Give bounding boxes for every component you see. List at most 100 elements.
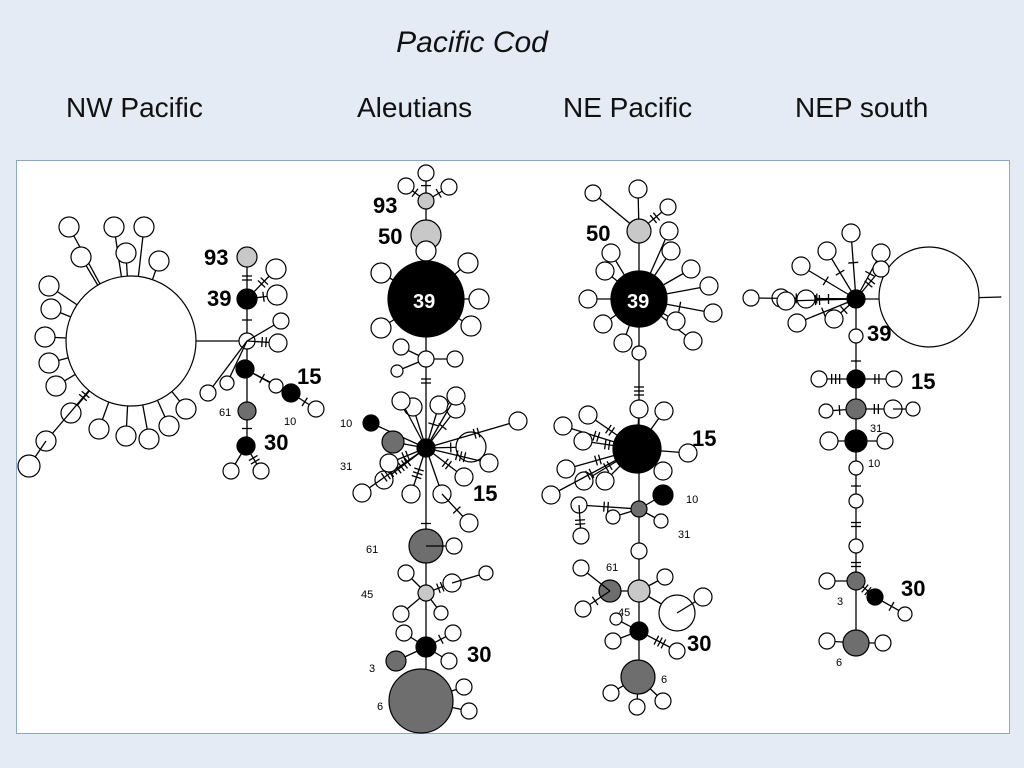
haplotype-node <box>148 250 170 272</box>
haplotype-node <box>668 642 686 660</box>
mutation-tick <box>400 460 409 469</box>
haplotype-node <box>265 258 287 280</box>
haplotype-node <box>742 289 760 307</box>
hub-haplotype-39 <box>387 260 465 338</box>
haplotype-node <box>433 605 449 621</box>
haplotype-node <box>652 484 674 506</box>
haplotype-node <box>40 298 62 320</box>
haplotype-node <box>266 284 288 306</box>
mutation-tick <box>602 463 610 473</box>
label-haplotype-30: 30 <box>687 631 711 656</box>
haplotype-node <box>601 243 621 263</box>
haplotype-node <box>818 572 836 590</box>
label-haplotype-30: 30 <box>264 430 288 455</box>
mutation-tick <box>437 634 444 645</box>
haplotype-node <box>871 243 891 263</box>
mutation-tick <box>592 430 597 441</box>
haplotype-node <box>661 241 681 261</box>
mutation-tick <box>476 427 481 438</box>
haplotype-node <box>388 668 454 734</box>
haplotype-node <box>654 692 672 710</box>
mutation-tick <box>262 291 265 302</box>
haplotype-node <box>508 411 528 431</box>
haplotype-node <box>401 484 421 504</box>
mutation-tick <box>428 422 439 427</box>
network-edge <box>425 420 519 449</box>
mutation-tick <box>384 470 391 480</box>
haplotype-node <box>478 565 494 581</box>
haplotype-node <box>593 314 613 334</box>
haplotype-node <box>556 459 576 479</box>
haplotype-node <box>844 429 868 453</box>
haplotype-node <box>631 345 647 361</box>
mutation-tick <box>888 601 895 612</box>
haplotype-node <box>578 405 598 425</box>
mutation-tick <box>608 426 616 436</box>
haplotype-node <box>848 493 864 509</box>
mutation-tick <box>414 467 424 472</box>
haplotype-node <box>573 431 593 451</box>
haplotype-node <box>115 242 137 264</box>
haplotype-node <box>629 621 649 641</box>
haplotype-node <box>429 395 449 415</box>
haplotype-node <box>103 216 125 238</box>
mutation-tick <box>596 431 601 442</box>
haplotype-node <box>846 369 866 389</box>
label-haplotype-10: 10 <box>868 458 880 470</box>
haplotype-node <box>370 317 392 339</box>
haplotype-node <box>268 378 284 394</box>
haplotype-node <box>613 333 633 353</box>
network-edge <box>226 340 248 384</box>
haplotype-node <box>392 605 410 623</box>
haplotype-node <box>659 221 679 241</box>
haplotype-node <box>626 218 652 244</box>
haplotype-node <box>818 632 836 650</box>
haplotype-node <box>553 416 573 436</box>
haplotype-node <box>848 538 864 554</box>
haplotype-node <box>138 428 160 450</box>
label-haplotype-31: 31 <box>870 423 882 435</box>
mutation-tick <box>840 305 848 315</box>
mutation-tick <box>78 393 88 402</box>
haplotype-node <box>440 652 458 670</box>
mutation-tick <box>607 439 611 450</box>
haplotype-node <box>824 309 844 329</box>
haplotype-node <box>415 636 437 658</box>
haplotype-node <box>455 678 473 696</box>
mutation-tick <box>864 586 872 596</box>
label-haplotype-30: 30 <box>467 642 491 667</box>
haplotype-node <box>841 223 861 243</box>
mutation-tick <box>865 270 875 277</box>
haplotype-node <box>653 461 673 481</box>
haplotype-node <box>252 462 270 480</box>
mutation-tick <box>861 584 869 593</box>
haplotype-node <box>385 650 407 672</box>
haplotype-node <box>397 177 415 195</box>
haplotype-node <box>630 500 648 518</box>
mutation-tick <box>401 452 407 462</box>
haplotype-node <box>392 338 410 356</box>
haplotype-node <box>874 634 892 652</box>
haplotype-node <box>17 454 41 478</box>
haplotype-node <box>681 259 701 279</box>
haplotype-node <box>629 399 649 419</box>
page-title: Pacific Cod <box>396 26 548 59</box>
mutation-tick <box>248 454 258 462</box>
mutation-tick <box>864 280 873 288</box>
mutation-tick <box>848 261 859 264</box>
mutation-tick <box>404 457 412 467</box>
mutation-tick <box>835 269 845 276</box>
label-haplotype-39: 39 <box>627 291 649 313</box>
haplotype-node <box>479 453 499 473</box>
mutation-tick <box>444 460 453 470</box>
network-edge <box>207 340 248 394</box>
mutation-tick <box>257 279 266 288</box>
label-haplotype-6: 6 <box>661 674 667 686</box>
haplotype-node <box>454 467 474 487</box>
mutation-tick <box>652 212 661 221</box>
haplotype-node <box>604 632 622 650</box>
haplotype-node <box>602 684 620 702</box>
mutation-tick <box>265 337 268 348</box>
mutation-tick <box>405 450 410 461</box>
network-edge <box>425 447 490 464</box>
